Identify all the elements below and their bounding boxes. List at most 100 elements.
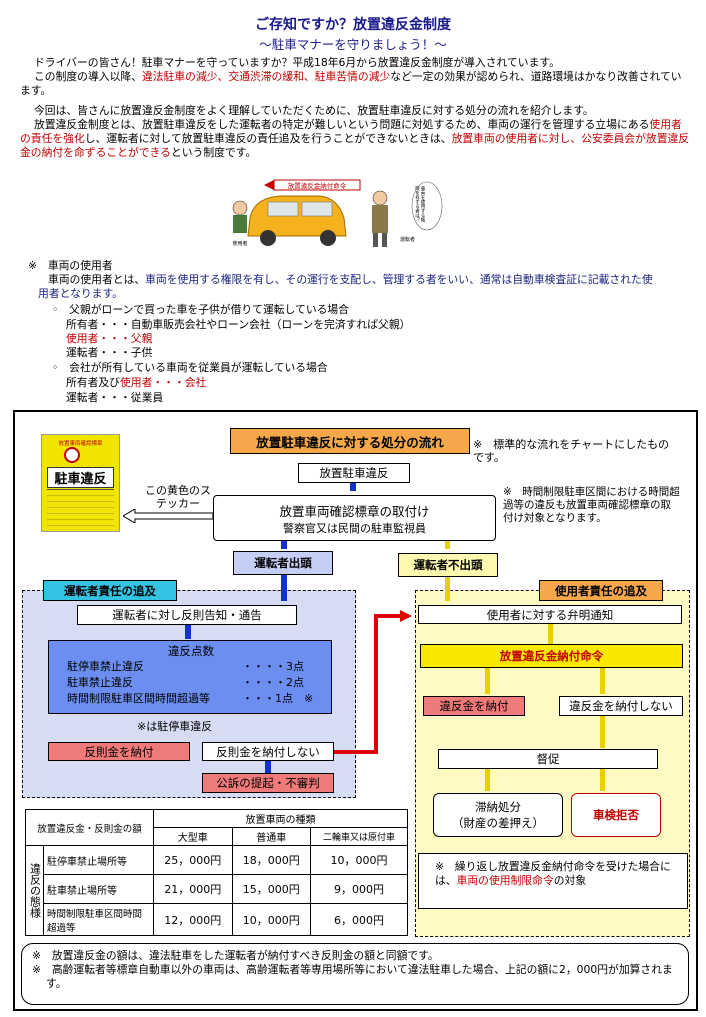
table-corner: 放置違反金・反則金の額 — [25, 809, 154, 846]
table-column-header: 普通車 — [231, 827, 312, 846]
intro-paragraph-4: 放置違反金制度とは、放置駐車違反をした運転者の特定が難しいという問題に対処するた… — [20, 118, 690, 159]
prosecution: 公訴の提起・不審判 — [202, 773, 334, 793]
points-box: 違反点数 駐停車禁止違反・・・・3点 駐車禁止違反・・・・2点 時間制限駐車区間… — [48, 640, 332, 714]
seizure: 滞納処分 （財産の差押え） — [433, 793, 563, 837]
arrow-appear-down — [281, 575, 287, 601]
intro-paragraph-3: 今回は、皆さんに放置違反金制度をよく理解していただくために、放置駐車違反に対する… — [34, 104, 594, 117]
intro-paragraph-1: ドライバーの皆さん！駐車マナーを守っていますか？平成18年6月から放置違反金制度… — [34, 56, 560, 69]
arrow-order-left — [485, 668, 490, 694]
table-cell: 15，000円 — [231, 874, 312, 904]
urge: 督促 — [438, 749, 658, 769]
driver-notice: 運転者に対し反則告知・通告 — [77, 605, 297, 625]
note-example-1: ◦ 父親がローンで買った車を子供が借りて運転している場合 — [52, 303, 350, 316]
table-row: 放置違反金・反則金の額 放置車両の種類 — [25, 809, 408, 846]
points-note: ※は駐停車違反 — [137, 720, 213, 733]
sticker-label: この黄色のステッカー — [145, 484, 211, 510]
illustration: 放置違反金納付命令 使用者 運転者 車両を使用する権限を有する者は？ — [220, 178, 450, 250]
table-cell: 12，000円 — [153, 903, 233, 936]
table-cell: 21，000円 — [153, 874, 233, 904]
flow-title: 放置駐車違反に対する処分の流れ — [230, 428, 470, 454]
driver-not-appear: 運転者不出頭 — [398, 553, 498, 577]
points-row: 時間制限駐車区間時間超過等・・・1点 ※ — [67, 692, 314, 705]
no-parking-icon — [64, 447, 80, 463]
sticker-pointer-arrow — [122, 508, 214, 524]
table-column-header: 二輪車又は原付車 — [310, 827, 408, 846]
points-list: 駐停車禁止違反・・・・3点 駐車禁止違反・・・・2点 時間制限駐車区間時間超過等… — [67, 659, 313, 707]
user-notice: 使用者に対する弁明通知 — [418, 605, 682, 624]
arrow-notice-down — [185, 625, 191, 639]
red-connector-arrow — [334, 610, 414, 756]
table-cell: 18，000円 — [231, 845, 312, 875]
footnote-1: ※ 放置違反金の額は、違法駐車をした運転者が納付すべき反則金の額と同額です。 — [32, 949, 439, 962]
illustration-svg: 放置違反金納付命令 使用者 運転者 車両を使用する権限を有する者は？ — [232, 179, 443, 247]
arrow-urge-left — [485, 769, 490, 791]
flow-title-note: ※ 標準的な流れをチャートにしたものです。 — [473, 438, 670, 464]
step2-note: ※ 時間制限駐車区間における時間超過等の違反も放置車両確認標章の取付け対象となり… — [503, 486, 680, 524]
table-row-header: 違反の態様 — [25, 845, 44, 936]
arrow-urge-right — [600, 769, 605, 791]
note-example-1-user: 使用者・・・父親 — [66, 332, 153, 345]
note-example-2: ◦ 会社が所有している車両を従業員が運転している場合 — [52, 361, 328, 374]
table-cell: 10，000円 — [310, 845, 408, 875]
note-definition: 車両の使用者とは、車両を使用する権限を有し、その運行を支配し、管理する者をいい、… — [38, 273, 653, 300]
footnote-2: ※ 高齢運転者等標章自動車以外の車両は、高齢運転者等専用場所等において違法駐車し… — [32, 963, 673, 990]
note-example-2-owner: 所有者及び使用者・・・会社 — [66, 376, 207, 389]
table-cell: 25，000円 — [153, 845, 233, 875]
arrow-to-appear — [281, 541, 287, 549]
table-column-header: 大型車 — [153, 827, 233, 846]
illustration-label-right: 運転者 — [400, 237, 415, 243]
points-row: 駐停車禁止違反・・・・3点 — [67, 660, 304, 673]
table-row-label: 駐停車禁止場所等 — [43, 845, 154, 875]
penalty-order: 放置違反金納付命令 — [420, 644, 683, 668]
illustration-label-left: 使用者 — [232, 240, 247, 247]
inspection-refusal: 車検拒否 — [571, 793, 661, 837]
table-cell: 6，000円 — [310, 903, 408, 936]
sticker-main-text: 駐車違反 — [47, 467, 114, 488]
step-illegal-parking: 放置駐車違反 — [298, 463, 410, 483]
seizure-line2: （財産の差押え） — [452, 816, 544, 830]
step-sticker-attach: 放置車両確認標章の取付け 警察官又は民間の駐車監視員 — [213, 495, 496, 541]
intro-paragraph-2: この制度の導入以降、違法駐車の減少、交通渋滞の緩和、駐車苦情の減少など一定の効果… — [20, 70, 682, 97]
repeat-order-note: ※ 繰り返し放置違反金納付命令を受けた場合には、車両の使用制限命令の対象 — [418, 853, 688, 909]
table-row: 駐車禁止場所等 21，000円 15，000円 9，000円 — [26, 874, 408, 904]
page-title: ご存知ですか？放置違反金制度 — [255, 17, 451, 33]
table-cell: 9，000円 — [310, 874, 408, 904]
note-example-1-driver: 運転者・・・子供 — [66, 346, 153, 359]
sticker-top-text: 放置車両確認標章 — [58, 441, 103, 447]
pay-penalty: 違反金を納付 — [423, 696, 525, 716]
fine-table: 放置違反金・反則金の額 放置車両の種類 大型車 普通車 二輪車又は原付車 違反の… — [25, 809, 408, 936]
arrow-order-right — [600, 668, 605, 694]
points-row: 駐車禁止違反・・・・2点 — [67, 676, 304, 689]
flowchart-frame: 放置車両確認標章 駐車違反 放置駐車違反に対する処分の流れ ※ 標準的な流れをチ… — [13, 410, 698, 1011]
page-subtitle: ～駐車マナーを守りましょう！～ — [259, 37, 447, 52]
note-example-1-owner: 所有者・・・自動車販売会社やローン会社（ローンを完済すれば父親） — [66, 318, 411, 331]
seizure-line1: 滞納処分 — [475, 800, 521, 814]
points-title: 違反点数 — [168, 644, 214, 658]
step-sticker-attach-line2: 警察官又は民間の駐車監視員 — [283, 521, 426, 535]
driver-appear: 運転者出頭 — [233, 551, 333, 575]
arrow-to-not-appear — [445, 541, 450, 549]
table-row: 違反の態様 駐停車禁止場所等 25，000円 18，000円 10，000円 — [25, 845, 408, 936]
arrow-step1 — [350, 483, 356, 491]
not-pay-penalty: 違反金を納付しない — [559, 696, 683, 716]
pay-fine: 反則金を納付 — [48, 742, 190, 761]
table-type-header: 放置車両の種類 — [153, 809, 408, 828]
arrow-not-pay-down — [265, 761, 271, 773]
table-row-label: 時間制限駐車区間時間超過等 — [43, 903, 154, 936]
table-row-label: 駐車禁止場所等 — [43, 874, 154, 904]
table-row: 時間制限駐車区間時間超過等 12，000円 10，000円 6，000円 — [26, 903, 408, 936]
user-responsibility-header: 使用者責任の追及 — [539, 580, 663, 601]
note-example-2-driver: 運転者・・・従業員 — [66, 391, 164, 404]
illustration-banner: 放置違反金納付命令 — [288, 181, 347, 190]
arrow-not-appear-down — [445, 577, 450, 601]
sticker-image: 放置車両確認標章 駐車違反 — [41, 434, 120, 532]
table-cell: 10，000円 — [231, 903, 312, 936]
step-sticker-attach-line1: 放置車両確認標章の取付け — [279, 503, 430, 519]
arrow-not-pay-penalty-down — [600, 716, 605, 748]
footnotes-box: ※ 放置違反金の額は、違法駐車をした運転者が納付すべき反則金の額と同額です。 ※… — [21, 943, 689, 1005]
illustration-bubble: 車両を使用する権限を有する者は？ — [414, 186, 426, 222]
not-pay-fine: 反則金を納付しない — [202, 742, 334, 761]
arrow-user-notice-down — [548, 624, 553, 644]
driver-responsibility-header: 運転者責任の追及 — [43, 580, 177, 601]
note-heading: ※ 車両の使用者 — [28, 259, 113, 272]
